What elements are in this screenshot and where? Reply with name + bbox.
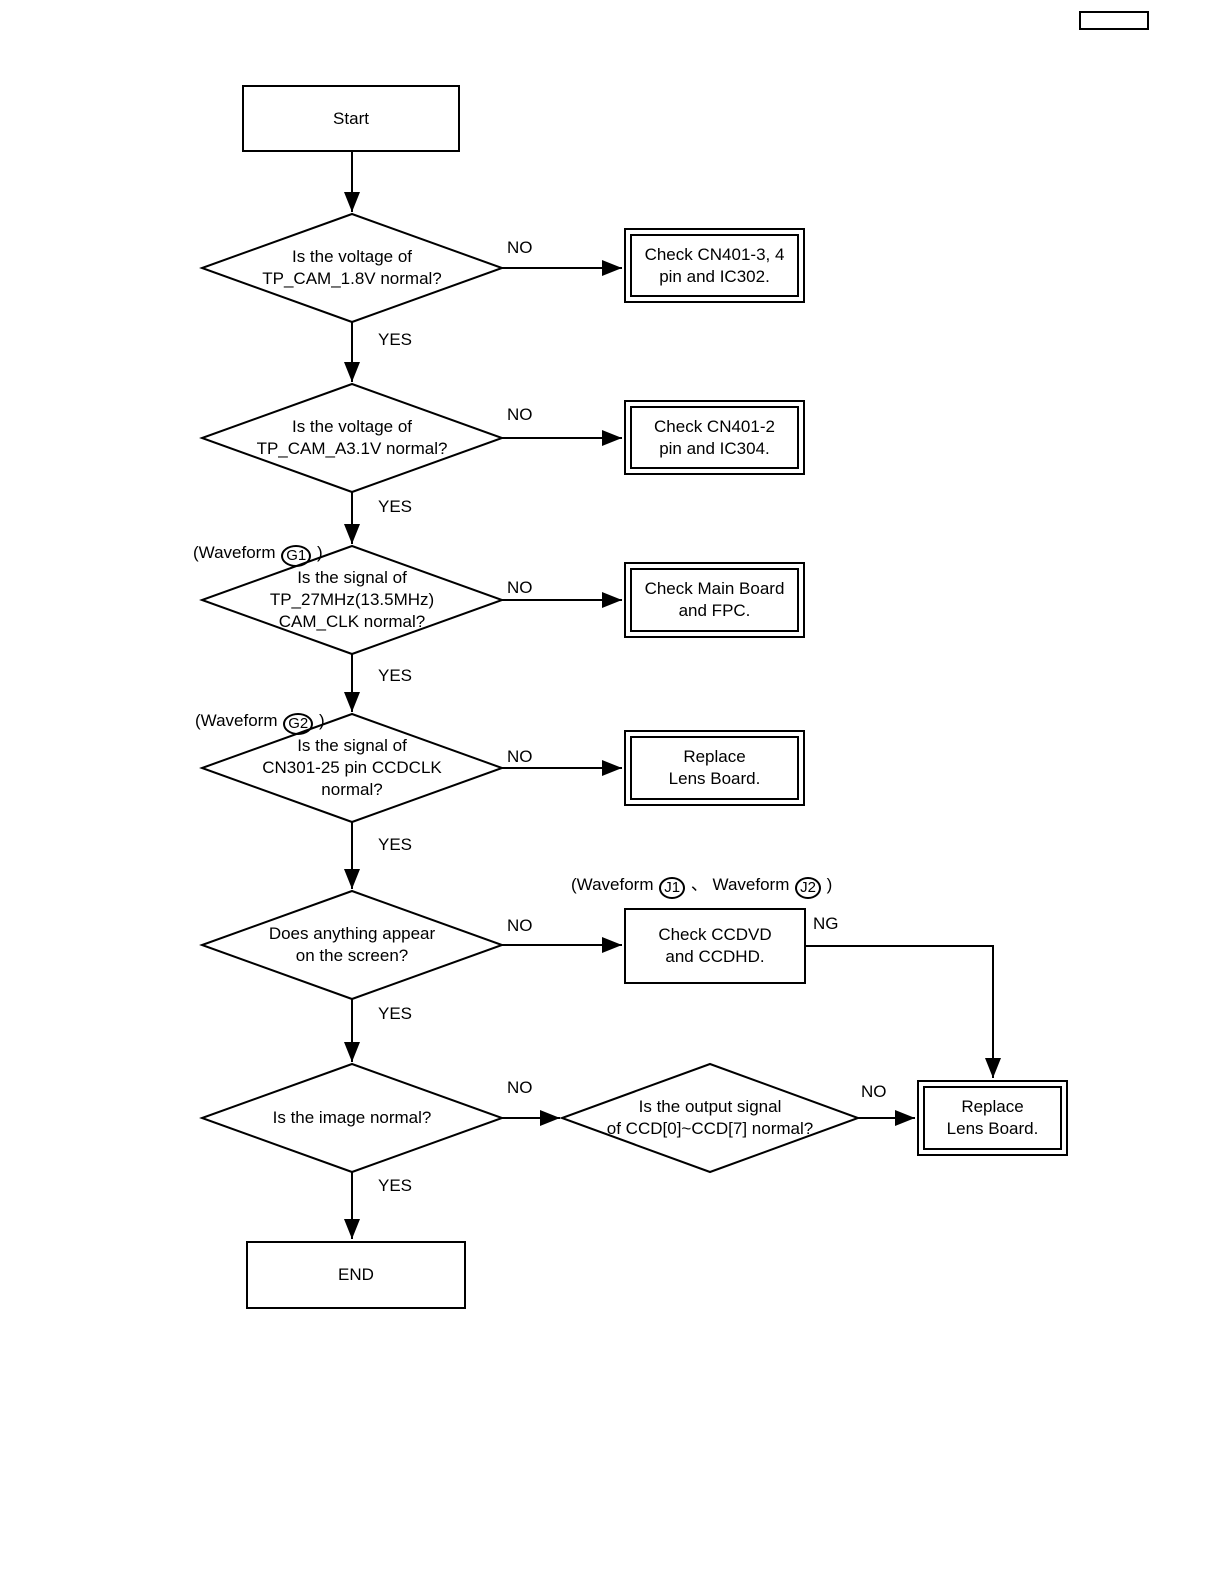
yes-label-4: YES — [378, 835, 413, 854]
decision-diamond-1 — [199, 212, 505, 324]
decision-cn301-25-ccdclk: Is the signal of CN301-25 pin CCDCLK nor… — [262, 736, 442, 799]
ng-label: NG — [813, 914, 839, 933]
no-label-2: NO — [507, 405, 533, 424]
waveform-j-suffix: ) — [826, 875, 833, 894]
waveform-g1-badge: G1 — [281, 545, 312, 567]
waveform-j1-j2-annotation: (Waveform J1 、 Waveform J2 ) — [571, 875, 832, 899]
yes-label-1: YES — [378, 330, 413, 349]
no-label-1: NO — [507, 238, 533, 257]
decision-diamond-6 — [199, 1062, 505, 1174]
no-label-4: NO — [507, 747, 533, 766]
action-check-main-board-fpc: Check Main Board and FPC. — [624, 562, 805, 638]
action-check-cn401-2: Check CN401-2 pin and IC304. — [624, 400, 805, 475]
waveform-j-prefix: (Waveform — [571, 875, 654, 894]
waveform-g2-annotation: (Waveform G2 ) — [195, 711, 325, 735]
action-replace-lens-board-1-label: Replace Lens Board. — [630, 736, 799, 800]
action-check-cn401-2-label: Check CN401-2 pin and IC304. — [630, 406, 799, 469]
decision-diamond-2 — [199, 382, 505, 494]
yes-label-2: YES — [378, 497, 413, 516]
action-check-main-board-fpc-label: Check Main Board and FPC. — [630, 568, 799, 632]
decision-ccd-output-signal: Is the output signal of CCD[0]~CCD[7] no… — [606, 1097, 814, 1138]
no-label-7: NO — [861, 1082, 887, 1101]
top-right-empty-box — [1079, 11, 1149, 30]
yes-label-6: YES — [378, 1176, 413, 1195]
waveform-g1-prefix: (Waveform — [193, 543, 276, 562]
action-check-cn401-3-4: Check CN401-3, 4 pin and IC302. — [624, 228, 805, 303]
waveform-g1-annotation: (Waveform G1 ) — [193, 543, 323, 567]
waveform-j2-badge: J2 — [795, 877, 821, 899]
decision-diamond-3 — [199, 544, 505, 656]
action-replace-lens-board-2-label: Replace Lens Board. — [923, 1086, 1062, 1150]
decision-tp-cam-a3v1: Is the voltage of TP_CAM_A3.1V normal? — [256, 417, 448, 458]
action-replace-lens-board-2: Replace Lens Board. — [917, 1080, 1068, 1156]
waveform-g1-suffix: ) — [316, 543, 323, 562]
start-node: Start — [242, 85, 460, 152]
decision-diamond-5 — [199, 889, 505, 1001]
no-label-6: NO — [507, 1078, 533, 1097]
no-label-3: NO — [507, 578, 533, 597]
action-check-cn401-3-4-label: Check CN401-3, 4 pin and IC302. — [630, 234, 799, 297]
waveform-j1-badge: J1 — [659, 877, 686, 899]
yes-label-5: YES — [378, 1004, 413, 1023]
waveform-g2-prefix: (Waveform — [195, 711, 278, 730]
decision-diamond-7 — [559, 1062, 861, 1174]
decision-image-normal: Is the image normal? — [272, 1108, 432, 1127]
end-node: END — [246, 1241, 466, 1309]
no-label-5: NO — [507, 916, 533, 935]
decision-tp-27mhz-cam-clk: Is the signal of TP_27MHz(13.5MHz) CAM_C… — [269, 568, 435, 631]
arrow-ng-route — [806, 945, 1001, 1078]
action-replace-lens-board-1: Replace Lens Board. — [624, 730, 805, 806]
decision-tp-cam-1v8: Is the voltage of TP_CAM_1.8V normal? — [262, 247, 442, 288]
waveform-g2-suffix: ) — [318, 711, 325, 730]
waveform-j-separator: 、 Waveform — [690, 875, 790, 894]
decision-screen-appear: Does anything appear on the screen? — [268, 924, 436, 965]
yes-label-3: YES — [378, 666, 413, 685]
decision-diamond-4 — [199, 712, 505, 824]
waveform-g2-badge: G2 — [283, 713, 314, 735]
action-check-ccdvd-ccdhd: Check CCDVD and CCDHD. — [624, 908, 806, 984]
